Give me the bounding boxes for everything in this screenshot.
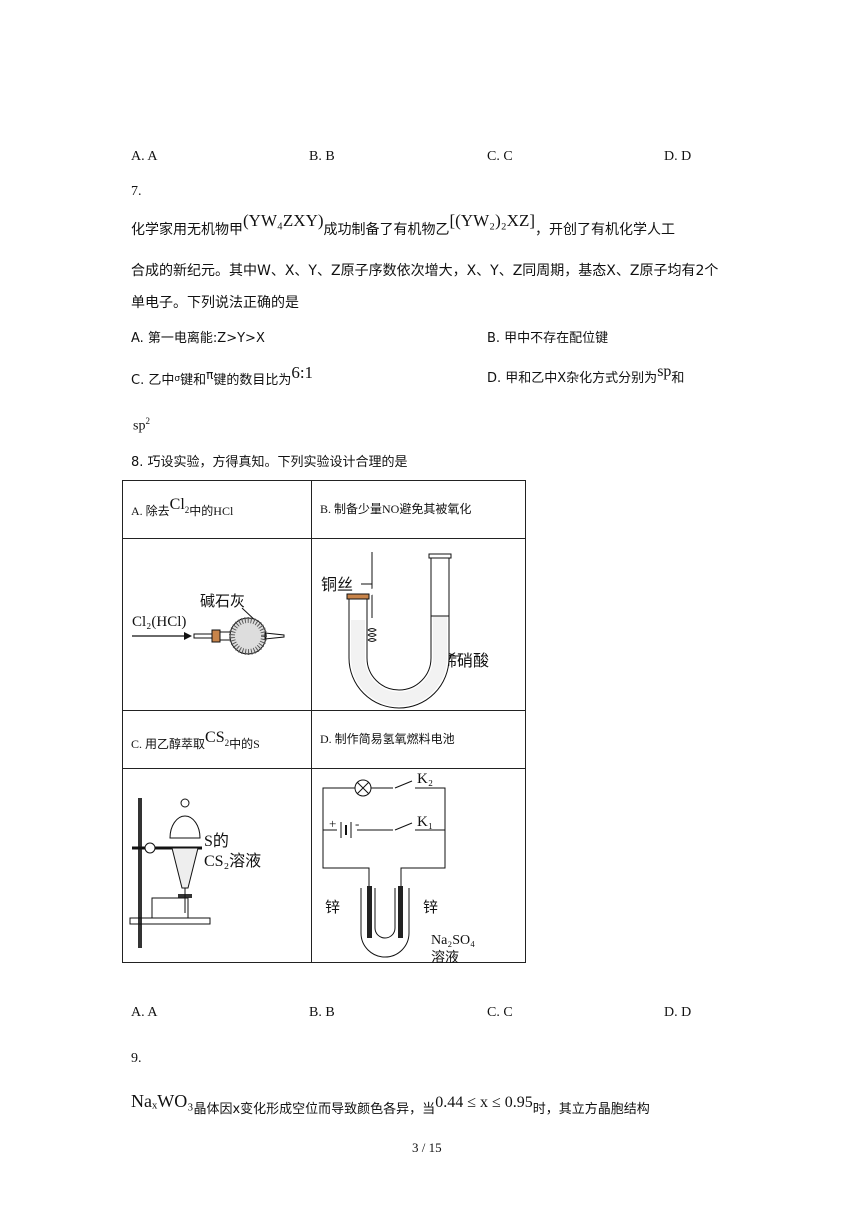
- solution-label-1: S的: [204, 832, 229, 850]
- k1-label: K₁: [417, 814, 433, 830]
- switch-gap: [393, 824, 415, 834]
- circuit-wire-top: [322, 787, 446, 888]
- cell-c-label: C. 用乙醇萃取CS2中的S: [131, 730, 260, 752]
- reagent-label: 碱石灰: [200, 593, 245, 610]
- text: 时，其立方晶胞结构: [532, 1102, 650, 1117]
- q6-option-d: D. D: [664, 149, 692, 164]
- sp2: sp: [133, 418, 146, 434]
- right-electrode-label: 锌: [423, 899, 438, 916]
- cell-d-label: D. 制作简易氢氧燃料电池: [320, 732, 455, 746]
- pi-symbol: π: [206, 368, 214, 382]
- q8-option-c: C. C: [487, 1005, 513, 1020]
- k2-label: K₂: [417, 771, 433, 787]
- text: A. 除去: [131, 504, 170, 518]
- sup: 2: [145, 416, 150, 426]
- q8-stem: 8. 巧设实验，方得真知。下列实验设计合理的是: [131, 455, 408, 470]
- ratio: 6:1: [291, 363, 314, 382]
- circuit-wire-left: [322, 830, 370, 888]
- funnel-cone: [171, 847, 199, 889]
- cell-a-label: A. 除去Cl2中的HCl: [131, 497, 234, 519]
- formula-jia: (YW₄ZXY): [243, 211, 324, 230]
- sub: 2: [224, 738, 230, 748]
- cell-d-figure: [311, 768, 526, 963]
- q7-stem-line-3: 单电子。下列说法正确的是: [131, 295, 299, 311]
- plus-label: +: [329, 816, 336, 831]
- q8-option-b: B. B: [309, 1005, 335, 1020]
- sigma-symbol: σ: [174, 374, 181, 384]
- text: 键和: [180, 373, 207, 388]
- q8-option-a: A. A: [131, 1005, 158, 1020]
- q9-stem: NaₓWO₃晶体因x变化形成空位而导致颜色各异，当0.44 ≤ x ≤ 0.95…: [131, 1092, 650, 1117]
- stopper: [346, 593, 370, 600]
- q7-option-a: A. 第一电离能:Z>Y>X: [131, 331, 265, 346]
- q7-stem-line-1: 化学家用无机物甲(YW₄ZXY)成功制备了有机物乙[(YW₂)₂XZ]，开创了有…: [131, 212, 675, 238]
- page-number: 3 / 15: [412, 1140, 442, 1155]
- stand-rod: [138, 798, 142, 948]
- text: C. 用乙醇萃取: [131, 737, 206, 751]
- q7-option-d-cont: sp2: [133, 417, 150, 434]
- u-tube-no-diagram: 铜丝 稀硝酸: [321, 552, 489, 709]
- q6-option-c: C. C: [487, 149, 513, 164]
- u-tube: [348, 558, 450, 709]
- left-electrode-label: 锌: [325, 899, 340, 916]
- soda-lime: [229, 617, 267, 655]
- u-tube: [360, 888, 410, 958]
- text: 中的HCl: [189, 504, 234, 518]
- lamp-cross: [356, 781, 370, 795]
- q7-stem-line-2: 合成的新纪元。其中W、X、Y、Z原子序数依次增大，X、Y、Z同周期，基态X、Z原…: [131, 263, 719, 279]
- minus-label: -: [355, 816, 359, 831]
- switch-k2: [394, 780, 413, 789]
- funnel-bulb: [169, 815, 201, 839]
- text: 晶体因x变化形成空位而导致颜色各异，当: [193, 1102, 436, 1117]
- funnel-stopper: [180, 798, 190, 808]
- text: 键的数目比为: [213, 373, 292, 388]
- range: 0.44 ≤ x ≤ 0.95: [435, 1094, 533, 1111]
- text: 成功制备了有机物乙: [323, 222, 450, 238]
- beaker: [151, 897, 189, 919]
- q7-option-c: C. 乙中σ键和π键的数目比为6:1: [131, 364, 313, 388]
- switch-gap: [393, 782, 415, 792]
- q6-option-a: A. A: [131, 149, 158, 164]
- zinc-electrode-right: [398, 886, 403, 938]
- fuel-cell-diagram: K₂ + - K₁ 锌 锌 Na₂SO₄ 溶液: [322, 771, 475, 963]
- text: 和: [671, 371, 685, 386]
- q8-option-d: D. D: [664, 1005, 692, 1020]
- q7-option-d: D. 甲和乙中X杂化方式分别为sp和: [487, 364, 685, 386]
- q7-number: 7.: [131, 184, 142, 199]
- gas-label: Cl₂(HCl): [132, 614, 186, 630]
- clamp-knob: [144, 842, 156, 854]
- formula-yi: [(YW₂)₂XZ]: [449, 211, 535, 230]
- wire-label: 铜丝: [321, 576, 353, 594]
- q9-number: 9.: [131, 1051, 142, 1066]
- drying-tube-diagram: Cl₂(HCl) 碱石灰: [132, 593, 285, 655]
- q7-option-b: B. 甲中不存在配位键: [487, 331, 609, 346]
- switch-k1: [394, 822, 413, 831]
- separatory-funnel-diagram: S的 CS₂溶液: [129, 798, 261, 948]
- stopper: [211, 629, 221, 643]
- text: C. 乙中: [131, 373, 175, 388]
- text: 中的S: [229, 737, 260, 751]
- copper-coil: [367, 628, 377, 642]
- sp: sp: [657, 363, 672, 380]
- text: 化学家用无机物甲: [131, 222, 243, 238]
- formula: CS: [205, 729, 225, 746]
- q6-option-b: B. B: [309, 149, 335, 164]
- zinc-electrode-left: [367, 886, 372, 938]
- tube-lip: [428, 553, 452, 559]
- arrow-head: [184, 632, 192, 640]
- cell-b-label: B. 制备少量NO避免其被氧化: [320, 502, 472, 516]
- dilute-nitric-acid: [351, 616, 447, 706]
- solution-label-2: 溶液: [431, 950, 459, 963]
- solution-label-1: Na₂SO₄: [431, 933, 475, 948]
- formula: NaₓWO₃: [131, 1091, 194, 1111]
- sub: 2: [184, 505, 190, 515]
- text: D. 甲和乙中X杂化方式分别为: [487, 371, 658, 386]
- text: ，开创了有机化学人工: [535, 222, 675, 238]
- solution-label-2: CS₂溶液: [204, 852, 261, 870]
- formula: Cl: [169, 496, 185, 513]
- outlet-tip: [264, 632, 285, 640]
